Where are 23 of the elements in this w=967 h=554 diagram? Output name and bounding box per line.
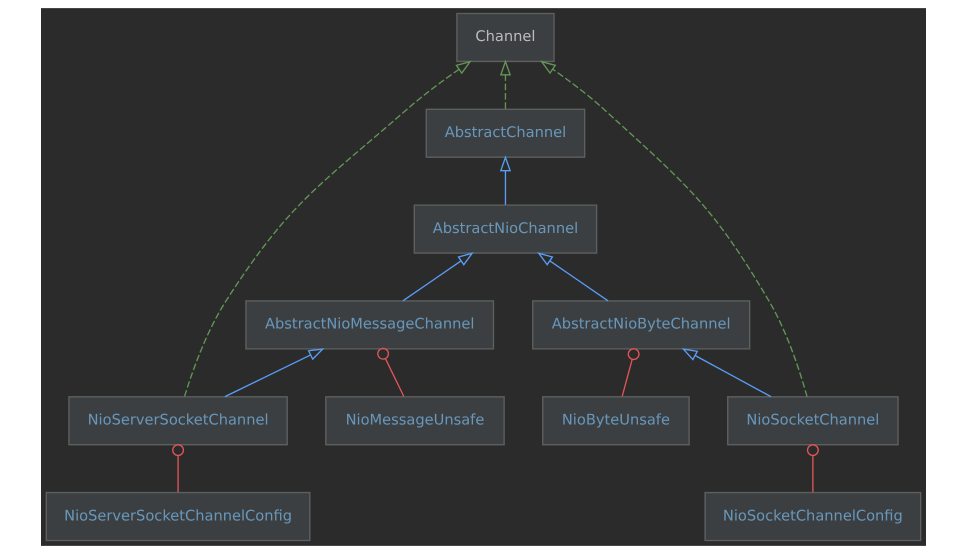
node-box: NioServerSocketChannel bbox=[68, 396, 288, 446]
node-box: AbstractNioMessageChannel bbox=[245, 300, 494, 350]
node-box: Channel bbox=[456, 12, 555, 62]
arrow bbox=[682, 348, 772, 398]
connector bbox=[377, 348, 404, 397]
arrow bbox=[500, 155, 512, 205]
node-box: NioSocketChannelConfig bbox=[704, 492, 922, 542]
arrow bbox=[184, 60, 472, 397]
connector bbox=[806, 444, 819, 492]
node-box: NioByteUnsafe bbox=[542, 396, 690, 446]
arrow bbox=[500, 60, 512, 109]
arrow bbox=[224, 348, 324, 398]
arrow bbox=[402, 252, 474, 302]
node-box: AbstractNioChannel bbox=[414, 204, 598, 254]
node-box: AbstractNioByteChannel bbox=[532, 300, 750, 350]
node-box: NioServerSocketChannelConfig bbox=[46, 492, 310, 542]
connector bbox=[622, 348, 640, 397]
node-box: AbstractChannel bbox=[426, 108, 586, 158]
node-box: NioSocketChannel bbox=[727, 396, 899, 446]
node-box: NioMessageUnsafe bbox=[325, 396, 505, 446]
arrow bbox=[537, 252, 608, 302]
arrow bbox=[540, 60, 808, 397]
connector bbox=[172, 444, 184, 492]
